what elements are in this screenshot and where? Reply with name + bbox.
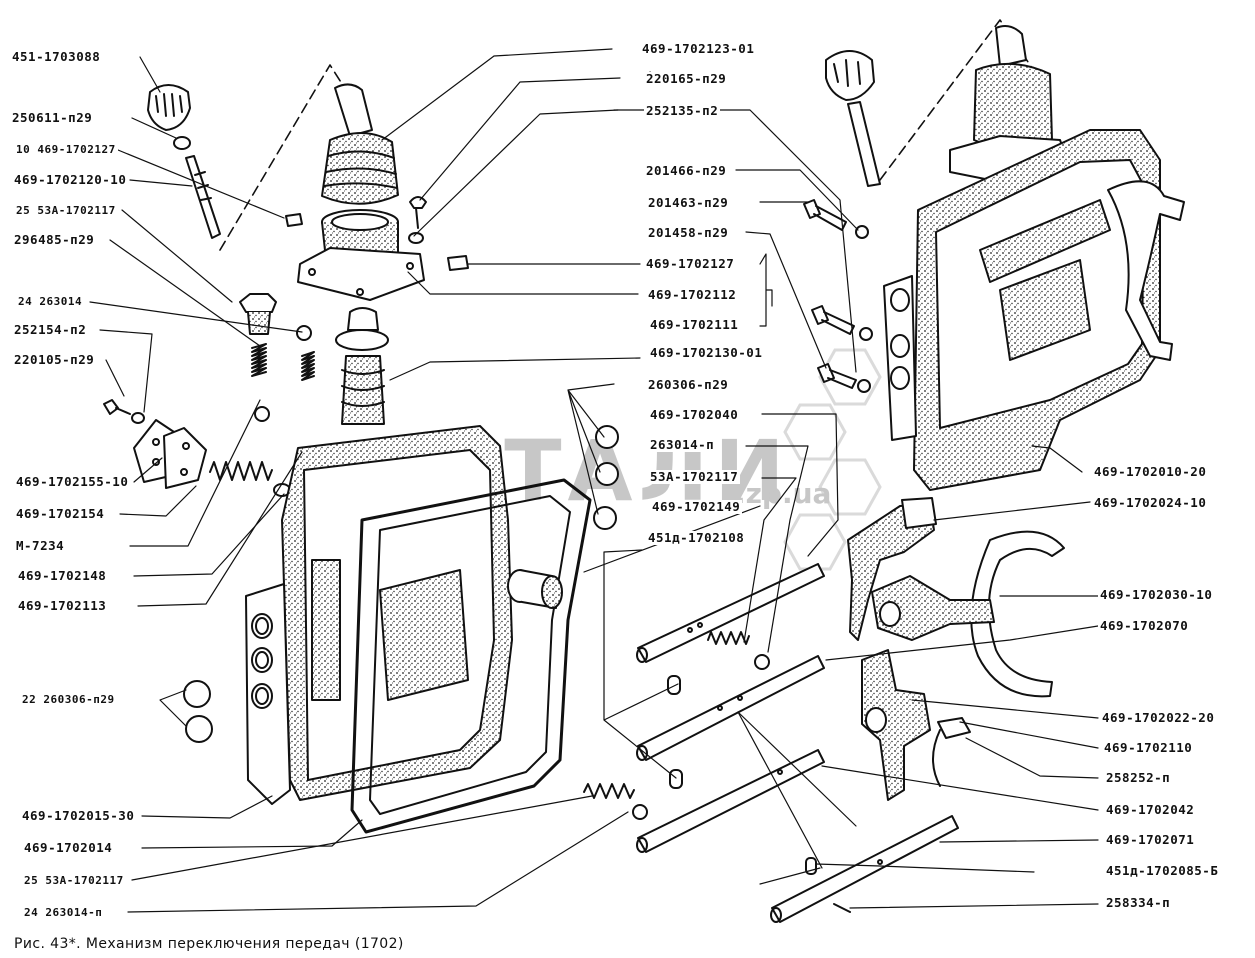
label-258252-p: 258252-п: [1104, 770, 1173, 785]
label-451d-1702108: 451д-1702108: [646, 530, 747, 545]
label-296485-p29: 296485-п29: [12, 232, 97, 247]
label-469-1702042: 469-1702042: [1104, 802, 1197, 817]
small-screw-1: [285, 213, 303, 227]
spring-left-2: [301, 351, 315, 381]
shift-rod-2: [636, 655, 825, 761]
interlock-pins: [667, 675, 851, 913]
label-252135-p2: 252135-п2: [644, 103, 721, 118]
label-201463-p29: 201463-п29: [646, 195, 731, 210]
shift-rod-4: [770, 815, 959, 923]
label-53a-1702117-bottom: 25 53А-1702117: [22, 874, 126, 888]
bushing-469-1702149: [507, 569, 563, 609]
label-260306-p29-left: 22 260306-п29: [20, 693, 117, 707]
lever-boot: [321, 83, 399, 205]
fork-469-1702030: [871, 530, 1065, 698]
label-469-1702010-20: 469-1702010-20: [1092, 464, 1209, 479]
label-469-1702154: 469-1702154: [14, 506, 107, 521]
label-469-1702070: 469-1702070: [1098, 618, 1191, 633]
label-469-1702127-left: 10 469-1702127: [14, 143, 118, 157]
label-469-1702127-center: 469-1702127: [644, 256, 737, 271]
label-469-1702155-10: 469-1702155-10: [14, 474, 131, 489]
label-220165-p29: 220165-п29: [644, 71, 729, 86]
label-53a-1702117-top: 25 53А-1702117: [14, 204, 118, 218]
small-screw-2: [447, 255, 469, 271]
plate-469-1702155: [133, 419, 207, 489]
label-250611-p29: 250611-п29: [10, 110, 95, 125]
cover-gasket: [350, 478, 592, 834]
spring-left-1: [251, 343, 267, 377]
label-263014-left: 24 263014: [16, 295, 85, 309]
spring-rod-1: [707, 631, 770, 670]
gearbox-cover-housing: [245, 425, 513, 805]
lever-housing: [297, 209, 425, 301]
label-201458-p29: 201458-п29: [646, 225, 731, 240]
label-469-1702112: 469-1702112: [646, 287, 739, 302]
label-263014-p-bottom: 24 263014-п: [22, 906, 105, 920]
leader-lines: [89, 48, 1099, 913]
label-53a-1702117-center: 53А-1702117: [648, 469, 741, 484]
label-469-1702120-10: 469-1702120-10: [12, 172, 129, 187]
plugs-260306: [183, 680, 213, 743]
gearbox-housing-right: [883, 25, 1185, 491]
fork-469-1702022: [861, 649, 971, 801]
label-m-7234: М-7234: [14, 538, 67, 553]
shift-knob-left: [147, 84, 191, 150]
screw-220165: [408, 196, 427, 244]
label-252154-p2: 252154-п2: [12, 322, 89, 337]
label-469-1702123-01: 469-1702123-01: [640, 41, 757, 56]
label-469-1702130-01: 469-1702130-01: [648, 345, 765, 360]
watermark-suffix: .zp.ua: [735, 477, 831, 510]
shift-knob-right: [825, 50, 881, 187]
plugs-center: [593, 425, 619, 530]
fork-469-1702024: [847, 497, 937, 641]
label-263014-p-center: 263014-п: [648, 437, 717, 452]
label-469-1702040: 469-1702040: [648, 407, 741, 422]
label-469-1702113: 469-1702113: [16, 598, 109, 613]
spring-bottom: [583, 783, 648, 820]
label-220105-p29: 220105-п29: [12, 352, 97, 367]
label-469-1702024-10: 469-1702024-10: [1092, 495, 1209, 510]
pivot-assembly: [335, 307, 389, 425]
shift-rod-3: [636, 749, 825, 853]
ball-2: [254, 406, 270, 422]
label-260306-p29-center: 260306-п29: [646, 377, 731, 392]
label-469-1702015-30: 469-1702015-30: [20, 808, 137, 823]
label-201466-p29: 201466-п29: [644, 163, 729, 178]
label-469-1702030-10: 469-1702030-10: [1098, 587, 1215, 602]
bolt-201463: [811, 305, 873, 341]
label-469-1702014: 469-1702014: [22, 840, 115, 855]
plug-bolt: [239, 293, 277, 335]
label-469-1702111: 469-1702111: [648, 317, 741, 332]
shift-rod-1: [636, 563, 825, 663]
label-469-1702071: 469-1702071: [1104, 832, 1197, 847]
label-451-1703088: 451-1703088: [10, 49, 103, 64]
label-451d-1702085-b: 451д-1702085-Б: [1104, 863, 1221, 878]
label-469-1702022-20: 469-1702022-20: [1100, 710, 1217, 725]
shift-lever-left: [185, 155, 221, 239]
ball-1: [296, 325, 312, 341]
label-469-1702110: 469-1702110: [1102, 740, 1195, 755]
screw-220105: [103, 399, 145, 424]
label-469-1702149: 469-1702149: [650, 499, 743, 514]
figure-caption: Рис. 43*. Механизм переключения передач …: [14, 936, 404, 952]
label-258334-p: 258334-п: [1104, 895, 1173, 910]
bolt-201466: [803, 199, 869, 239]
label-469-1702148: 469-1702148: [16, 568, 109, 583]
